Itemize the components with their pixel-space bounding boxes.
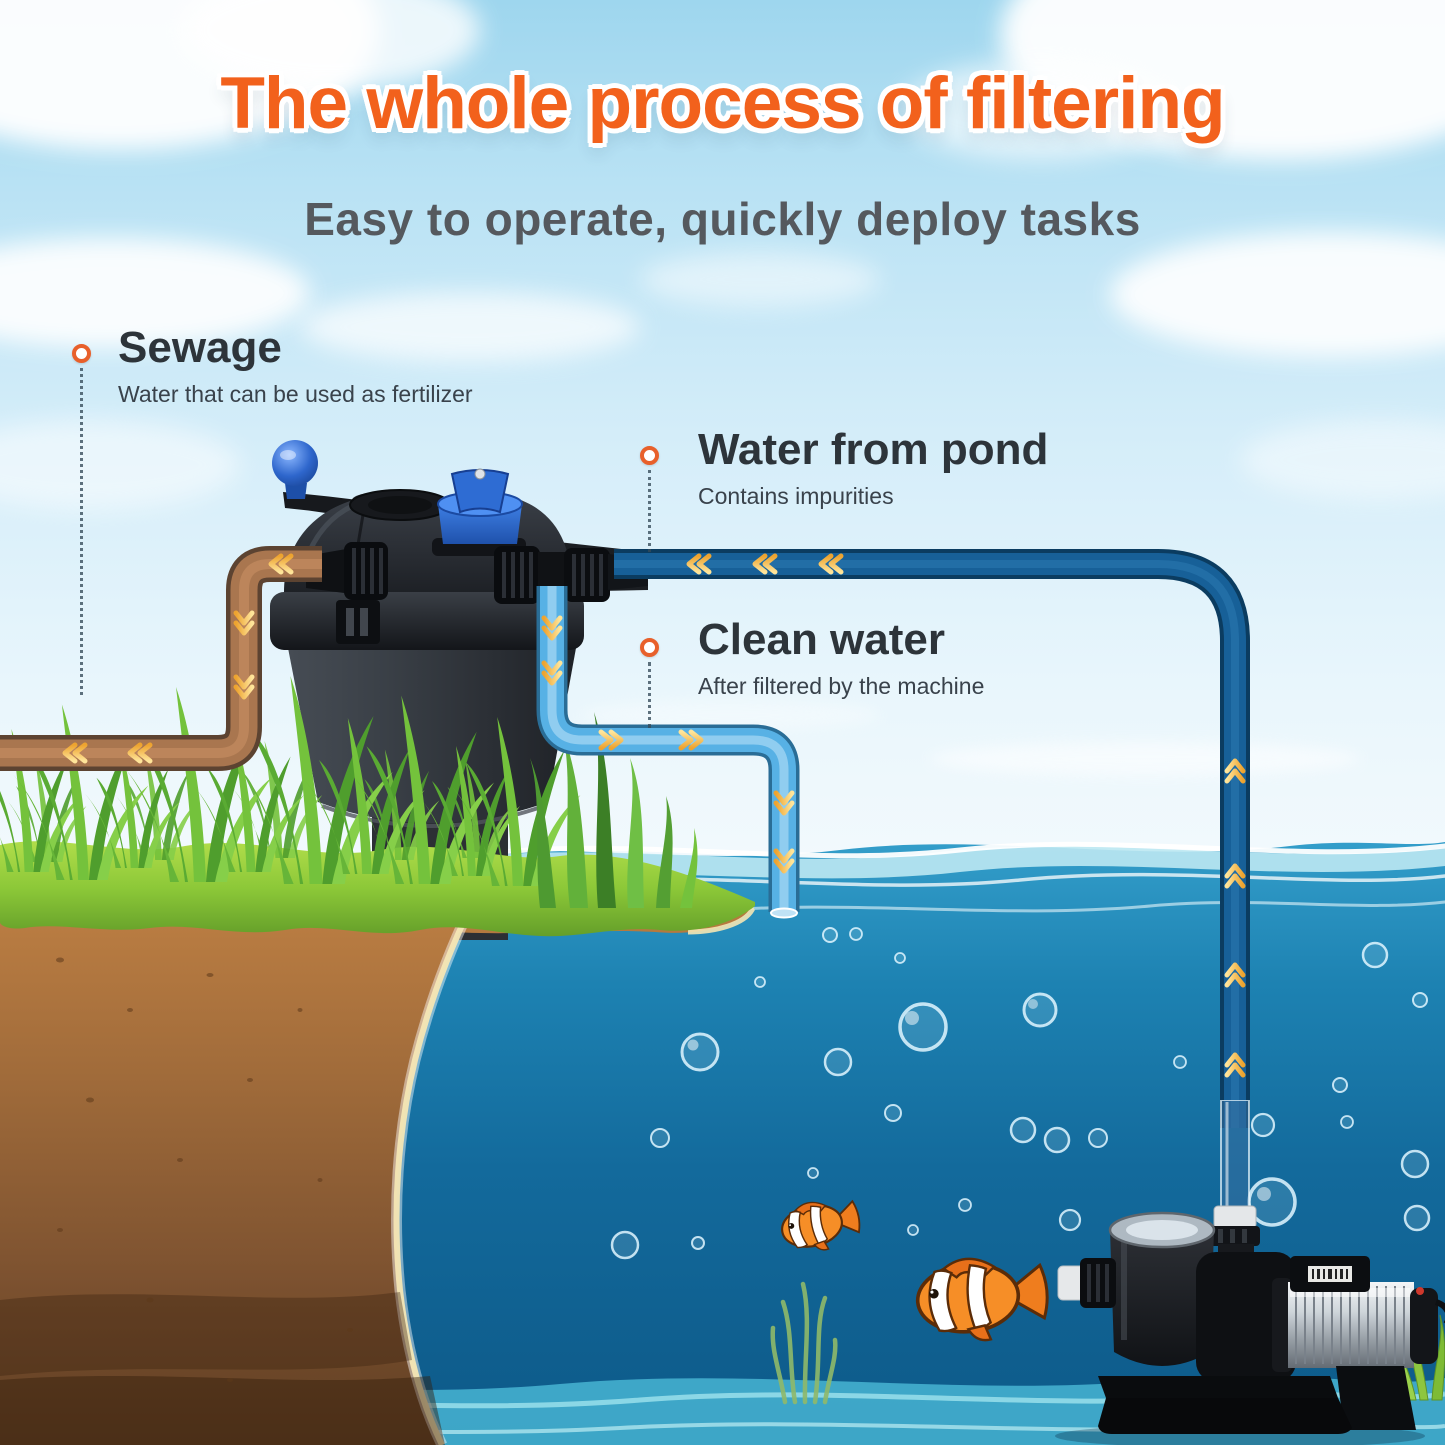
- callout-pond-water: Water from pond Contains impurities: [698, 425, 1049, 510]
- clownfish-small: [781, 1199, 861, 1251]
- tall-reeds: [530, 712, 698, 908]
- pool-pump: [1055, 1100, 1445, 1445]
- grass-bank: [0, 676, 755, 1445]
- cloud: [300, 292, 640, 362]
- sewage-leader-line: [80, 368, 83, 695]
- pump-motor: [1272, 1278, 1445, 1372]
- pump-strainer-pot: [1108, 1211, 1216, 1366]
- page-subtitle: Easy to operate, quickly deploy tasks: [304, 193, 1141, 245]
- cloud: [0, 238, 310, 348]
- bubbles: [610, 927, 1431, 1260]
- moss-lip: [0, 841, 755, 937]
- clean-water-pipe: [536, 586, 800, 919]
- callout-sewage-description: Water that can be used as fertilizer: [118, 381, 473, 407]
- cloud: [900, 60, 1180, 160]
- pump-base: [1098, 1366, 1416, 1434]
- clownfish-large: [915, 1257, 1049, 1342]
- callout-pond-water-heading: Water from pond: [698, 425, 1049, 474]
- callout-sewage-heading: Sewage: [118, 323, 282, 372]
- sewage-marker: [72, 344, 91, 363]
- pond-water-marker: [640, 446, 659, 465]
- pond-water-pipe: [614, 549, 1250, 1128]
- cloud: [640, 252, 880, 307]
- callout-clean-water-heading: Clean water: [698, 615, 945, 664]
- flow-arrows: [65, 556, 1243, 1075]
- pond-water-leader-line: [648, 470, 651, 552]
- callout-clean-water-description: After filtered by the machine: [698, 673, 985, 699]
- pump-volute: [1196, 1252, 1296, 1382]
- clean-water-leader-line: [648, 662, 651, 728]
- callout-clean-water: Clean water After filtered by the machin…: [698, 615, 985, 700]
- sewage-pipe: [0, 546, 322, 771]
- callout-sewage: Sewage Water that can be used as fertili…: [118, 323, 473, 408]
- pump-terminal-box: [1290, 1256, 1370, 1292]
- filter-clamp-ring: [270, 592, 584, 650]
- clean-water-marker: [640, 638, 659, 657]
- callout-pond-water-description: Contains impurities: [698, 483, 894, 509]
- cloud: [1110, 232, 1445, 357]
- cloud: [0, 420, 240, 510]
- pump-riser-pipe: [1210, 1100, 1260, 1264]
- page-title: The whole process of filtering: [220, 63, 1225, 144]
- cloud: [930, 742, 1360, 776]
- pump-inlet-port: [1057, 1258, 1116, 1308]
- soil-speckles: [56, 957, 353, 1382]
